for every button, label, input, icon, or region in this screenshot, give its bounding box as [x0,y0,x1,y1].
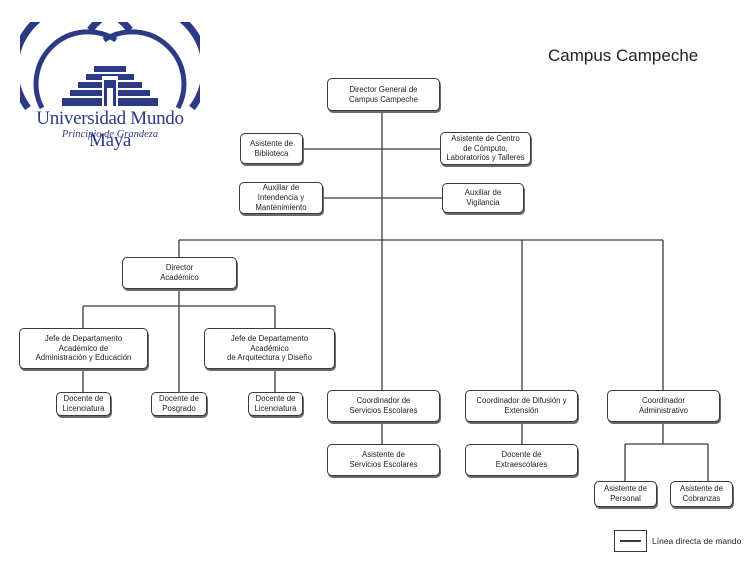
legend-line-icon [620,540,641,542]
node-director-general: Director General de Campus Campeche [327,78,440,111]
node-asistente-servicios-escolares: Asistente de Servicios Escolares [327,444,440,476]
node-auxiliar-vigilancia: Auxiliar de Vigilancia [442,183,524,213]
node-asistente-biblioteca: Asistente de Biblioteca [240,133,303,164]
node-jefe-arquitectura: Jefe de Departamento Académico de Arquit… [204,328,335,369]
node-asistente-centro-computo: Asistente de Centro de Cómputo, Laborato… [440,132,531,165]
node-docente-extraescolares: Docente de Extraescolares [465,444,578,476]
node-coordinador-difusion: Coordinador de Difusión y Extensión [465,390,578,422]
legend-swatch [614,530,647,552]
node-coordinador-servicios-escolares: Coordinador de Servicios Escolares [327,390,440,422]
node-asistente-personal: Asistente de Personal [594,481,657,507]
university-motto: Principio de Grandeza [61,129,159,140]
node-docente-licenciatura-1: Docente de Licenciatura [56,392,111,416]
node-coordinador-administrativo: Coordinador Administrativo [607,390,720,422]
node-docente-licenciatura-2: Docente de Licenciatura [248,392,303,416]
node-director-academico: Director Académico [122,257,237,289]
node-asistente-cobranzas: Asistente de Cobranzas [670,481,733,507]
university-name: Universidad Mundo Maya [36,108,184,151]
campus-title: Campus Campeche [548,46,699,65]
node-jefe-admin-educacion: Jefe de Departamento Académico de Admini… [19,328,148,369]
node-docente-posgrado: Docente de Posgrado [151,392,207,416]
node-auxiliar-intendencia: Auxiliar de Intendencia y Mantenimiento [239,182,323,214]
legend-label: Línea directa de mando [652,536,742,546]
